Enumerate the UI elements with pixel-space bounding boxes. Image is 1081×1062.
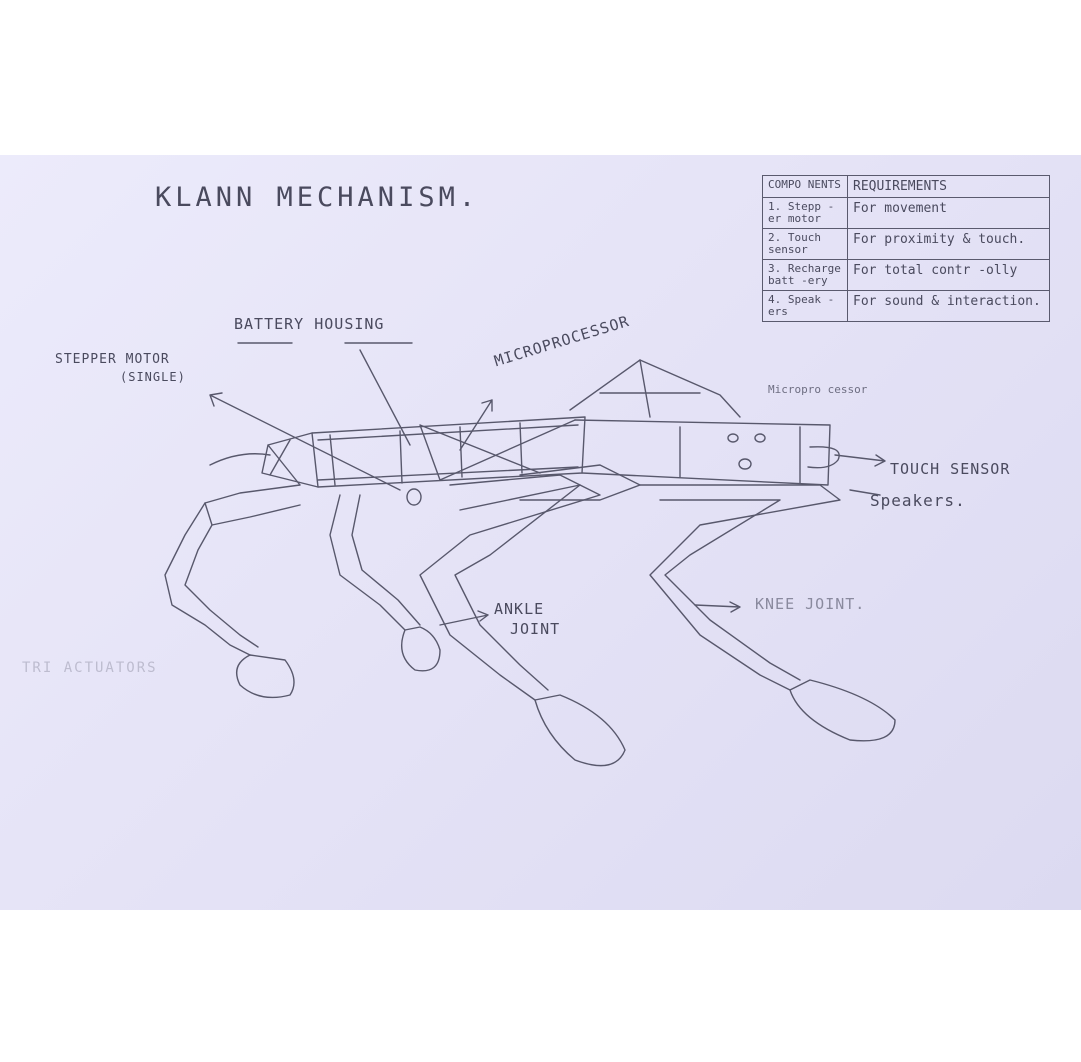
- table-cell: 3. Recharge batt -ery: [762, 259, 848, 291]
- front-left-leg: [164, 484, 301, 699]
- table-header-row: COMPO NENTS REQUIREMENTS: [762, 175, 1050, 198]
- battery-housing-label: BATTERY HOUSING: [234, 315, 385, 333]
- front-right-leg: [329, 494, 441, 672]
- faint-label: TRI ACTUATORS: [22, 660, 158, 676]
- table-header: REQUIREMENTS: [847, 175, 1050, 198]
- table-cell: For proximity & touch.: [847, 228, 1050, 260]
- stepper-motor-sublabel: (SINGLE): [120, 370, 186, 384]
- table-footer-note: Micropro cessor: [768, 383, 868, 396]
- head-housing: [569, 359, 840, 486]
- rear-right-leg: [639, 484, 896, 742]
- table-cell: 1. Stepp -er motor: [762, 197, 848, 229]
- stepper-motor-label: STEPPER MOTOR: [55, 352, 170, 367]
- ankle-joint-label-2: JOINT: [510, 620, 561, 638]
- ankle-joint-label: ANKLE: [494, 600, 545, 618]
- diagram-title: KLANN MECHANISM.: [155, 182, 480, 213]
- table-cell: 2. Touch sensor: [762, 228, 848, 260]
- knee-joint-label: KNEE JOINT.: [755, 595, 866, 613]
- table-cell: For total contr -olly: [847, 259, 1050, 291]
- table-row: 2. Touch sensor For proximity & touch.: [762, 228, 1050, 260]
- table-row: 1. Stepp -er motor For movement: [762, 197, 1050, 229]
- components-table: COMPO NENTS REQUIREMENTS 1. Stepp -er mo…: [762, 175, 1050, 322]
- table-header: COMPO NENTS: [762, 175, 848, 198]
- table-row: 4. Speak -ers For sound & interaction.: [762, 290, 1050, 322]
- touch-sensor-label: TOUCH SENSOR: [890, 460, 1011, 478]
- table-row: 3. Recharge batt -ery For total contr -o…: [762, 259, 1050, 291]
- table-cell: For movement: [847, 197, 1050, 229]
- table-cell: For sound & interaction.: [847, 290, 1050, 322]
- table-cell: 4. Speak -ers: [762, 290, 848, 322]
- sketch-paper: KLANN MECHANISM. BATTERY HOUSING STEPPER…: [0, 155, 1081, 910]
- label-arrows: [209, 342, 886, 626]
- robot-dog-sketch: [164, 342, 896, 767]
- battery-cell: [406, 488, 422, 506]
- speakers-label: Speakers.: [870, 491, 966, 510]
